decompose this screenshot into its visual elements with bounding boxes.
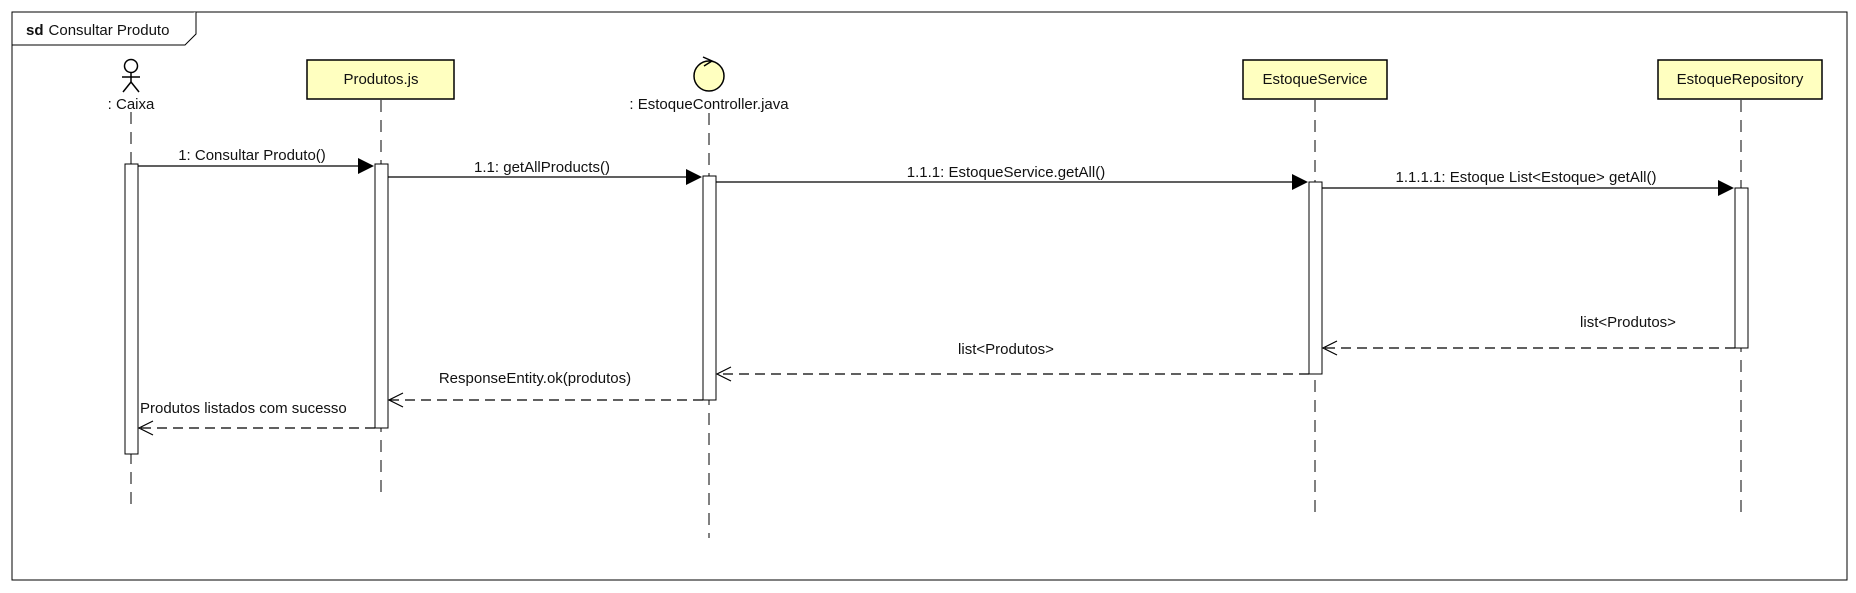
frame-kind: sd — [26, 22, 44, 39]
participant-caixa: : Caixa — [108, 58, 155, 113]
participant-service: EstoqueService — [1242, 59, 1388, 100]
participant-label-caixa: : Caixa — [108, 96, 155, 113]
open-arrowhead-icon — [137, 420, 154, 436]
return-message-3: ResponseEntity.ok(produtos) — [387, 370, 703, 408]
message-label: list<Produtos> — [958, 341, 1054, 358]
participant-produtos: Produtos.js — [306, 59, 455, 100]
control-icon — [693, 60, 725, 92]
return-message-1: list<Produtos> — [1321, 314, 1735, 356]
activation-service — [1308, 181, 1323, 375]
sync-arrowhead-icon — [1292, 174, 1308, 190]
frame-title: sd Consultar Produto — [26, 22, 169, 39]
participant-repository: EstoqueRepository — [1657, 59, 1823, 100]
participant-label-repository: EstoqueRepository — [1677, 71, 1804, 88]
open-arrowhead-icon — [1321, 340, 1338, 356]
actor-leg-left-icon — [122, 81, 132, 93]
sync-arrowhead-icon — [1718, 180, 1734, 196]
actor-leg-right-icon — [130, 81, 140, 93]
participant-label-service: EstoqueService — [1262, 71, 1367, 88]
activation-controller — [702, 175, 717, 401]
participant-label-controller: : EstoqueController.java — [629, 96, 789, 113]
activation-caixa — [124, 163, 139, 455]
participant-box-produtos — [306, 59, 455, 100]
activation-repository — [1734, 187, 1749, 349]
frame-title-text: Consultar Produto — [49, 22, 170, 39]
message-1: 1: Consultar Produto() — [138, 147, 374, 174]
open-arrowhead-icon — [715, 366, 732, 382]
actor-head-icon — [123, 58, 139, 74]
message-label: 1.1.1: EstoqueService.getAll() — [907, 164, 1105, 181]
message-label: 1.1: getAllProducts() — [474, 159, 610, 176]
open-arrowhead-icon — [387, 392, 404, 408]
return-message-2: list<Produtos> — [715, 341, 1309, 382]
return-message-4: Produtos listados com sucesso — [137, 400, 375, 436]
participant-controller: : EstoqueController.java — [629, 56, 789, 113]
message-1-1-1: 1.1.1: EstoqueService.getAll() — [716, 164, 1308, 190]
message-1-1: 1.1: getAllProducts() — [388, 159, 702, 185]
message-label: 1.1.1.1: Estoque List<Estoque> getAll() — [1396, 169, 1657, 186]
control-arrow-icon — [702, 56, 714, 67]
activation-produtos — [374, 163, 389, 429]
diagram-frame — [11, 11, 1848, 581]
message-label: 1: Consultar Produto() — [178, 147, 326, 164]
sync-arrowhead-icon — [686, 169, 702, 185]
participant-label-produtos: Produtos.js — [343, 71, 418, 88]
sync-arrowhead-icon — [358, 158, 374, 174]
participant-box-repository — [1657, 59, 1823, 100]
frame-title-tab — [12, 12, 197, 46]
message-label: ResponseEntity.ok(produtos) — [439, 370, 631, 387]
message-label: list<Produtos> — [1580, 314, 1676, 331]
message-1-1-1-1: 1.1.1.1: Estoque List<Estoque> getAll() — [1322, 169, 1734, 196]
participant-box-service — [1242, 59, 1388, 100]
message-label: Produtos listados com sucesso — [140, 400, 347, 417]
